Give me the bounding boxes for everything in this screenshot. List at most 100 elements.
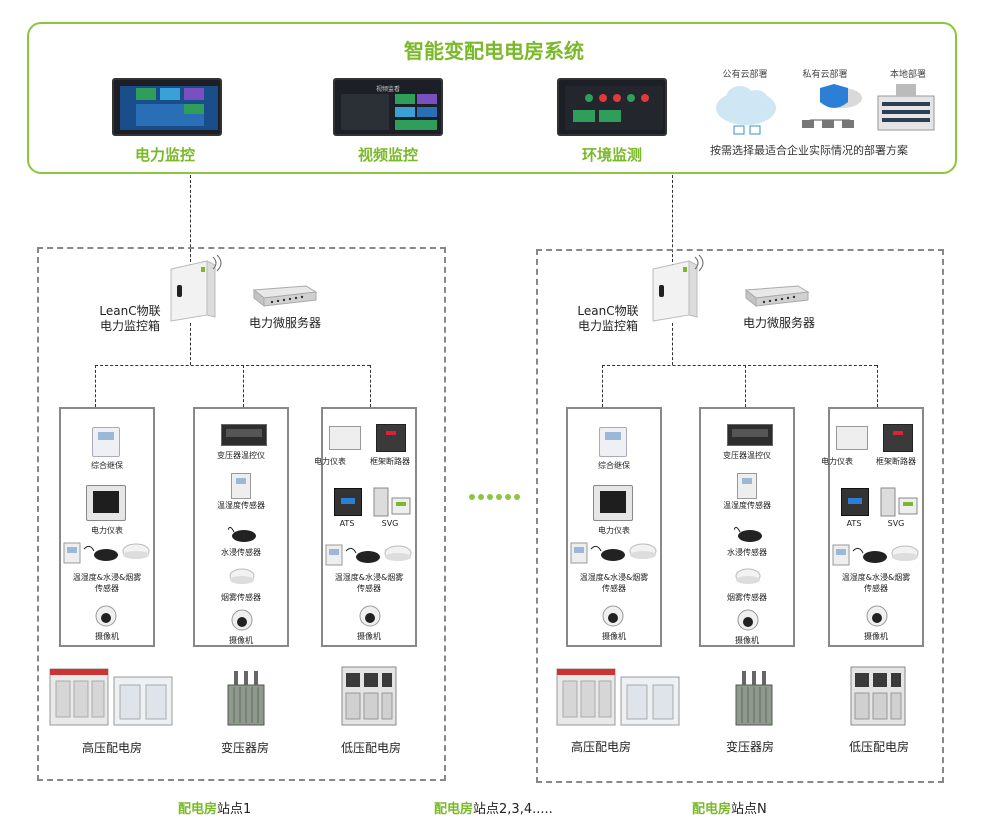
room-label: 低压配电房 [848, 740, 909, 754]
camera-icon [359, 605, 381, 627]
frame-breaker-icon [376, 424, 406, 452]
room-label: 变压器房 [220, 741, 269, 755]
deploy-note: 按需选择最适合企业实际情况的部署方案 [710, 144, 908, 157]
device-label: 烟雾传感器 [221, 593, 261, 602]
device-label: 电力仪表 [598, 526, 630, 535]
system-panel [27, 22, 957, 174]
device-label: 电力仪表 [821, 457, 853, 466]
device-label: 温湿度传感器 [217, 501, 265, 510]
ats-icon [841, 488, 869, 516]
device-label: 温湿度&水浸&烟雾 传感器 [579, 573, 649, 593]
device-label: 变压器温控仪 [217, 451, 265, 460]
connector-line [672, 175, 673, 267]
device-label: 温湿度传感器 [723, 501, 771, 510]
device-label: 温湿度&水浸&烟雾 传感器 [72, 573, 142, 593]
transformer-temp-controller-icon [727, 424, 773, 446]
relay-protection-icon [599, 427, 627, 457]
room-label: 变压器房 [725, 740, 774, 754]
hv-switchgear-icon [556, 668, 680, 726]
transformer-temp-controller-icon [221, 424, 267, 446]
site-label-suffix: 站点1 [217, 802, 252, 817]
device-label: 摄像机 [95, 632, 119, 641]
env-monitor-label: 环境监测 [581, 146, 642, 164]
site-label-n: 配电房站点N [692, 798, 767, 817]
connector-line [95, 365, 370, 366]
device-label: 水浸传感器 [221, 548, 261, 557]
transformer-icon [735, 671, 773, 726]
system-title: 智能变配电电房系统 [404, 39, 584, 63]
server-icon [252, 285, 318, 308]
connector-line [745, 365, 746, 407]
ellipsis-dot [487, 494, 493, 500]
env-monitor-screen [557, 78, 667, 136]
svg-device-icon [880, 487, 918, 517]
connector-line [602, 365, 877, 366]
connector-line [877, 365, 878, 407]
ellipsis-dot [514, 494, 520, 500]
site-label-suffix: 站点N [731, 802, 767, 817]
device-group-transformer [193, 407, 289, 647]
site-n-box [536, 249, 944, 783]
site-1-box [37, 247, 446, 781]
connector-line [95, 365, 96, 407]
connector-line [370, 365, 371, 407]
power-monitor-screen [112, 78, 222, 136]
device-label: 框架断路器 [876, 457, 916, 466]
site-label-suffix: 站点2,3,4..... [473, 802, 553, 817]
device-label: SVG [381, 519, 399, 528]
power-meter-icon [836, 426, 868, 450]
sensor-trio-icon [63, 542, 150, 564]
gateway-icon [170, 255, 222, 322]
water-sensor-icon [228, 526, 256, 542]
device-label: 烟雾传感器 [727, 593, 767, 602]
frame-breaker-icon [883, 424, 913, 452]
connector-line [190, 175, 191, 267]
device-label: SVG [887, 519, 905, 528]
temp-humidity-sensor-icon [737, 473, 757, 499]
relay-protection-icon [92, 427, 120, 457]
connector-line [602, 365, 603, 407]
camera-icon [602, 605, 624, 627]
connector-line [243, 365, 244, 407]
device-label: 综合继保 [91, 461, 123, 470]
video-monitor-label: 视频监控 [357, 146, 418, 164]
power-meter-icon [593, 485, 633, 521]
device-label: 水浸传感器 [727, 548, 767, 557]
gateway-label: LeanC物联 电力监控箱 [577, 304, 639, 333]
camera-icon [737, 609, 759, 631]
site-label-prefix: 配电房 [434, 802, 474, 817]
camera-icon [866, 605, 888, 627]
connector-line [672, 323, 673, 365]
video-monitor-screen: 视频监看 [333, 78, 443, 136]
transformer-icon [227, 671, 265, 726]
site-label-prefix: 配电房 [178, 802, 218, 817]
local-deploy-label: 本地部署 [889, 70, 926, 80]
site-label-1: 配电房站点1 [178, 798, 251, 817]
ellipsis-dot [469, 494, 475, 500]
device-label: 摄像机 [735, 636, 759, 645]
private-cloud-label: 私有云部署 [802, 70, 848, 80]
camera-icon [231, 609, 253, 631]
smoke-sensor-icon [229, 568, 255, 584]
sensor-trio-icon [570, 542, 657, 564]
lv-switchgear-icon [341, 666, 397, 726]
device-label: 变压器温控仪 [723, 451, 771, 460]
ellipsis-dot [505, 494, 511, 500]
power-monitor-label: 电力监控 [134, 146, 195, 164]
ellipsis-dot [478, 494, 484, 500]
power-meter-icon [86, 485, 126, 521]
device-label: 框架断路器 [370, 457, 410, 466]
device-label: ATS [339, 519, 355, 528]
device-label: 摄像机 [357, 632, 381, 641]
gateway-icon [652, 255, 704, 322]
device-label: 摄像机 [602, 632, 626, 641]
water-sensor-icon [734, 526, 762, 542]
lv-switchgear-icon [850, 666, 906, 726]
site-label-prefix: 配电房 [692, 802, 732, 817]
device-label: 综合继保 [598, 461, 630, 470]
device-label: 摄像机 [229, 636, 253, 645]
connector-line [190, 323, 191, 365]
room-label: 高压配电房 [570, 740, 631, 754]
power-meter-icon [329, 426, 361, 450]
server-label: 电力微服务器 [248, 316, 321, 330]
